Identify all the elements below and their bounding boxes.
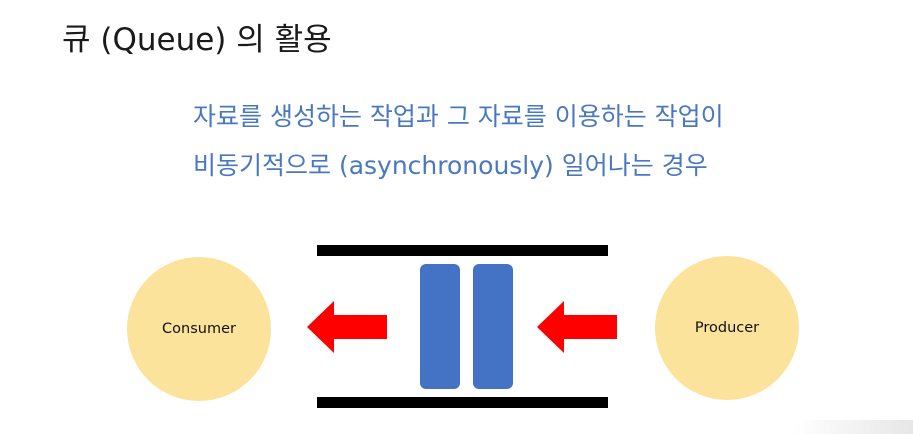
queue-item: [473, 264, 513, 389]
body-text-line-1: 자료를 생성하는 작업과 그 자료를 이용하는 작업이: [193, 102, 724, 131]
consumer-node: Consumer: [127, 257, 271, 401]
slide-title: 큐 (Queue) 의 활용: [62, 22, 332, 58]
queue-bottom-wall: [317, 397, 608, 408]
producer-node: Producer: [655, 256, 799, 400]
video-overlay-corner: [793, 420, 913, 434]
left-arrow-icon: [307, 301, 387, 353]
queue-top-wall: [317, 245, 608, 256]
body-text-line-2: 비동기적으로 (asynchronously) 일어나는 경우: [193, 151, 708, 180]
queue-item: [420, 264, 460, 389]
consumer-label: Consumer: [162, 321, 236, 337]
producer-label: Producer: [694, 320, 760, 336]
left-arrow-icon: [537, 301, 617, 353]
